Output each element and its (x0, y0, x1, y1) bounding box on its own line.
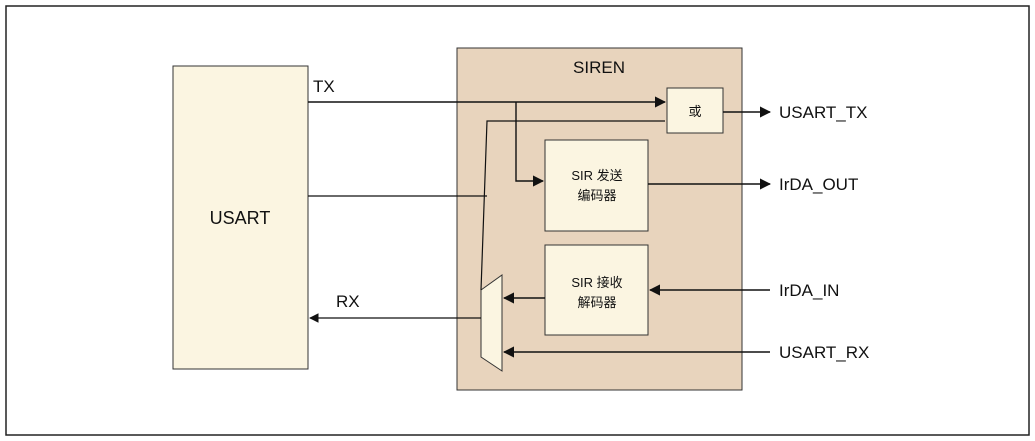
or-gate-input2-wire (480, 120, 665, 291)
usart-rx-label: USART_RX (779, 343, 869, 362)
or-gate-label: 或 (688, 104, 701, 119)
usart-block (172, 65, 309, 370)
sir-decoder-line2: 解码器 (577, 295, 616, 310)
rx-multiplexer (480, 274, 503, 372)
sir-encoder-line1: SIR 发送 (571, 168, 622, 183)
irda-out-label: IrDA_OUT (779, 175, 858, 194)
sir-encoder-block (544, 139, 649, 232)
sir-decoder-block (544, 244, 649, 336)
tx-branch-to-encoder (515, 102, 545, 187)
sir-decoder-line1: SIR 接收 (571, 275, 622, 290)
irda-in-label: IrDA_IN (779, 281, 839, 300)
usart-tx-label: USART_TX (779, 103, 868, 122)
or-gate-block (666, 87, 724, 134)
tx-label: TX (313, 77, 335, 96)
rx-label: RX (336, 292, 360, 311)
siren-label: SIREN (573, 58, 625, 77)
sir-encoder-line2: 编码器 (577, 188, 616, 203)
usart-label: USART (210, 208, 271, 228)
